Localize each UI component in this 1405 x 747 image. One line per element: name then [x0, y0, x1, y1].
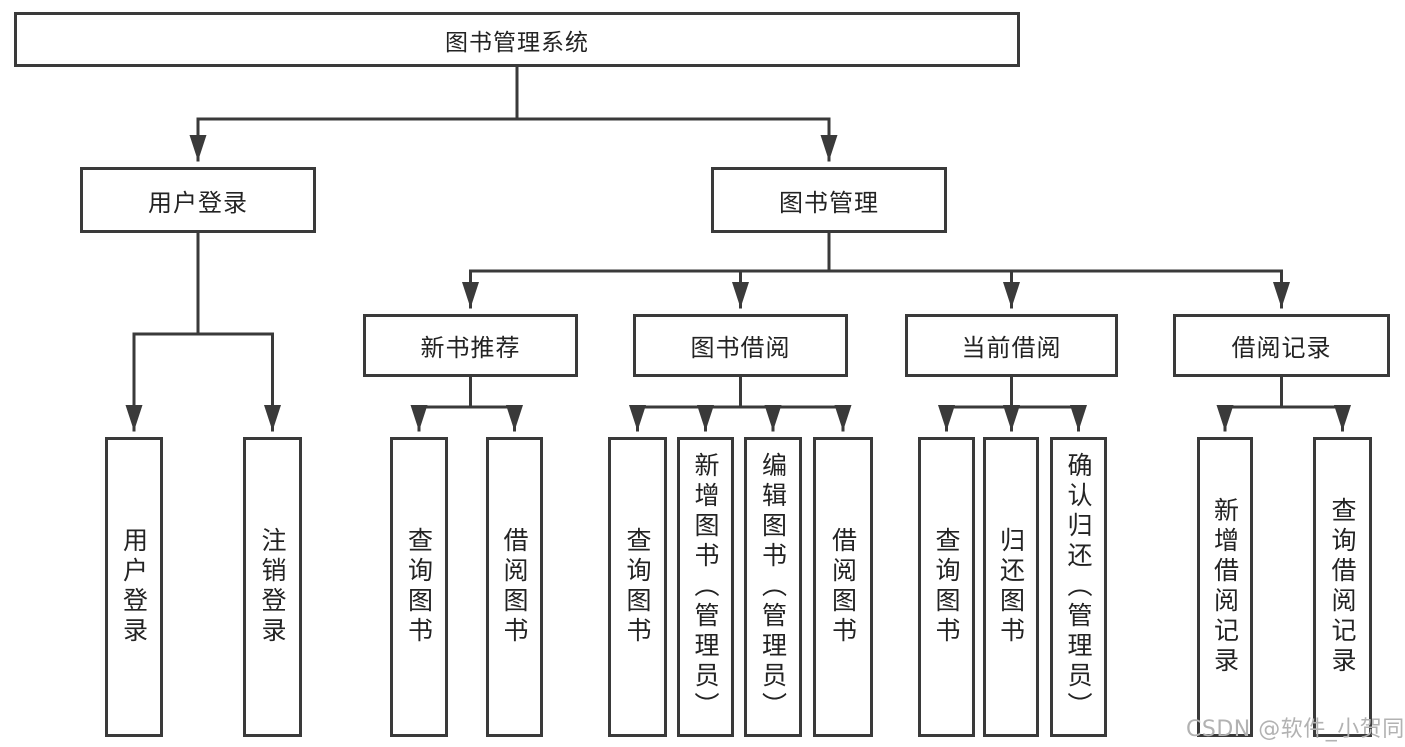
node-label: 归还图书	[996, 527, 1026, 647]
node-book-management: 图书管理	[711, 167, 947, 233]
edge-book-mgmt-sections	[462, 231, 1290, 309]
node-label: 用户登录	[148, 188, 248, 217]
leaf-return-books: 归还图书	[983, 437, 1039, 737]
node-label: 查询借阅记录	[1328, 497, 1357, 677]
node-label: 查询图书	[404, 527, 434, 647]
node-label: 注销登录	[258, 527, 287, 647]
leaf-query-books-2: 查询图书	[608, 437, 667, 737]
node-label: 图书管理	[779, 188, 879, 217]
node-label: 当前借阅	[961, 334, 1062, 362]
leaf-query-books-3: 查询图书	[918, 437, 975, 737]
leaf-confirm-return-admin: 确认归还（管理员）	[1050, 437, 1107, 737]
node-label: 新增图书（管理员）	[691, 452, 720, 722]
leaf-edit-books-admin: 编辑图书（管理员）	[744, 437, 802, 737]
node-new-book-recommend: 新书推荐	[363, 314, 578, 377]
node-user-login: 用户登录	[80, 167, 316, 233]
node-label: 借阅图书	[828, 527, 858, 647]
leaf-user-login: 用户登录	[105, 437, 163, 737]
node-label: 查询图书	[623, 527, 652, 647]
edge-book-borrow-children	[629, 375, 852, 432]
node-label: 图书管理系统	[445, 29, 589, 56]
leaf-add-books-admin: 新增图书（管理员）	[677, 437, 734, 737]
leaf-query-books-1: 查询图书	[390, 437, 448, 737]
node-label: 借阅记录	[1231, 334, 1332, 362]
leaf-borrow-books-2: 借阅图书	[813, 437, 873, 737]
node-label: 借阅图书	[500, 527, 529, 647]
node-book-borrowing: 图书借阅	[633, 314, 848, 377]
edge-root-to-level2	[189, 65, 838, 162]
csdn-watermark: CSDN @软件_小贺同学	[1186, 717, 1405, 742]
node-label: 查询图书	[932, 527, 961, 647]
edge-borrow-record-children	[1216, 375, 1351, 432]
node-label: 图书借阅	[690, 334, 791, 362]
node-current-borrowing: 当前借阅	[905, 314, 1118, 377]
node-system-root: 图书管理系统	[14, 12, 1020, 67]
leaf-logout: 注销登录	[243, 437, 302, 737]
node-label: 新书推荐	[420, 334, 521, 362]
node-label: 确认归还（管理员）	[1064, 452, 1093, 722]
node-label: 新增借阅记录	[1210, 497, 1240, 677]
leaf-add-borrow-record: 新增借阅记录	[1197, 437, 1253, 737]
edge-current-borrow-children	[938, 375, 1087, 432]
leaf-query-borrow-record: 查询借阅记录	[1313, 437, 1372, 737]
node-label: 用户登录	[119, 527, 149, 647]
leaf-borrow-books-1: 借阅图书	[486, 437, 543, 737]
node-borrow-records: 借阅记录	[1173, 314, 1390, 377]
node-label: 编辑图书（管理员）	[758, 452, 788, 722]
edge-user-login-children	[125, 231, 281, 432]
edge-new-book-children	[410, 375, 523, 432]
